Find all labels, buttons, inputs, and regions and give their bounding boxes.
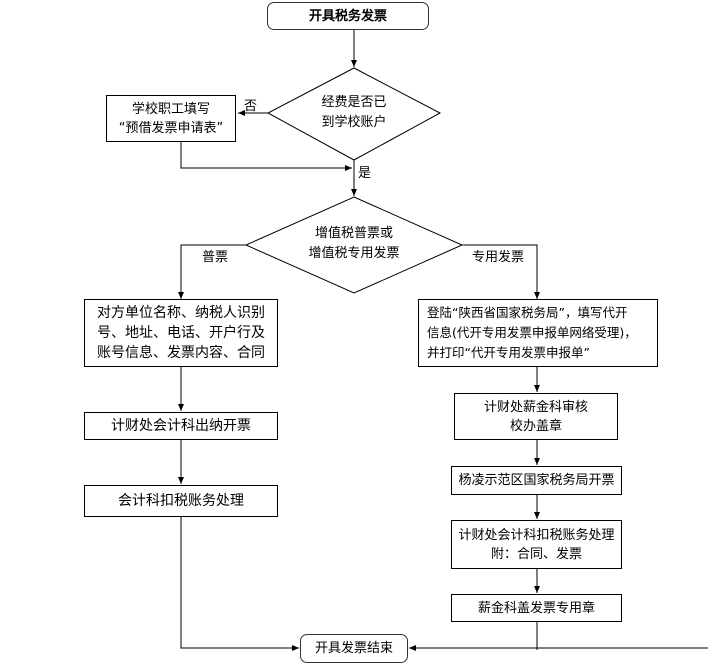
end-terminal: 开具发票结束 xyxy=(300,634,408,663)
login-line2: 信息(代开专用发票申报单网络受理)， xyxy=(427,325,637,340)
branch-label-ordinary: 普票 xyxy=(202,250,229,265)
arrow-left-branch xyxy=(178,244,246,299)
info-line2: 号、地址、电话、开户行及 xyxy=(97,325,265,341)
loan-form-line1: 学校职工填写 xyxy=(131,101,210,117)
decision2-diamond xyxy=(244,196,464,294)
login-box: 登陆“陕西省国家税务局”，填写代开 信息(代开专用发票申报单网络受理)， 并打印… xyxy=(418,299,658,367)
cashier-label: 计财处会计科出纳开票 xyxy=(111,417,251,434)
login-line3: 并打印“代开专用发票申报单” xyxy=(427,345,590,360)
start-terminal: 开具税务发票 xyxy=(267,2,429,30)
tax-bureau-label: 杨凌示范区国家税务局开票 xyxy=(458,473,615,488)
arrow-right-end xyxy=(536,621,708,650)
review-line2: 校办盖章 xyxy=(509,418,562,434)
decision1-yes-label: 是 xyxy=(358,166,372,181)
end-label: 开具发票结束 xyxy=(314,641,393,656)
arrow-left-end xyxy=(180,516,299,651)
decision1-text: 经费是否已 到学校账户 xyxy=(294,93,414,133)
review-box: 计财处薪金科审核 校办盖章 xyxy=(454,393,618,440)
left-accounting-label: 会计科扣税账务处理 xyxy=(118,492,244,509)
decision2-text: 增值税普票或 增值税专用发票 xyxy=(284,224,424,264)
right-accounting-line2: 附：合同、发票 xyxy=(490,546,582,562)
right-accounting-box: 计财处会计科扣税账务处理 附：合同、发票 xyxy=(451,520,622,569)
login-line1: 登陆“陕西省国家税务局”，填写代开 xyxy=(427,305,628,320)
info-line3: 账号信息、发票内容、合同 xyxy=(97,345,265,361)
left-accounting-box: 会计科扣税账务处理 xyxy=(84,485,278,517)
arrow-loan-return xyxy=(180,142,352,171)
loan-form-box: 学校职工填写 “预借发票申请表” xyxy=(106,95,236,142)
info-box: 对方单位名称、纳税人识别 号、地址、电话、开户行及 账号信息、发票内容、合同 xyxy=(84,299,278,367)
start-label: 开具税务发票 xyxy=(308,8,387,24)
stamp-box: 薪金科盖发票专用章 xyxy=(451,594,622,622)
cashier-box: 计财处会计科出纳开票 xyxy=(84,412,278,440)
decision2-line2: 增值税专用发票 xyxy=(308,246,400,261)
info-line1: 对方单位名称、纳税人识别 xyxy=(97,305,265,321)
decision1-line1: 经费是否已 xyxy=(321,95,387,110)
tax-bureau-box: 杨凌示范区国家税务局开票 xyxy=(451,466,622,495)
loan-form-line2: “预借发票申请表” xyxy=(118,120,224,136)
branch-label-special: 专用发票 xyxy=(472,250,525,265)
stamp-label: 薪金科盖发票专用章 xyxy=(477,600,595,616)
review-line1: 计财处薪金科审核 xyxy=(483,399,588,415)
decision1-line2: 到学校账户 xyxy=(321,115,387,130)
arrow-right-branch xyxy=(462,244,540,299)
decision2-line1: 增值税普票或 xyxy=(314,226,393,241)
decision1-no-label: 否 xyxy=(244,99,258,114)
right-accounting-line1: 计财处会计科扣税账务处理 xyxy=(458,527,615,543)
